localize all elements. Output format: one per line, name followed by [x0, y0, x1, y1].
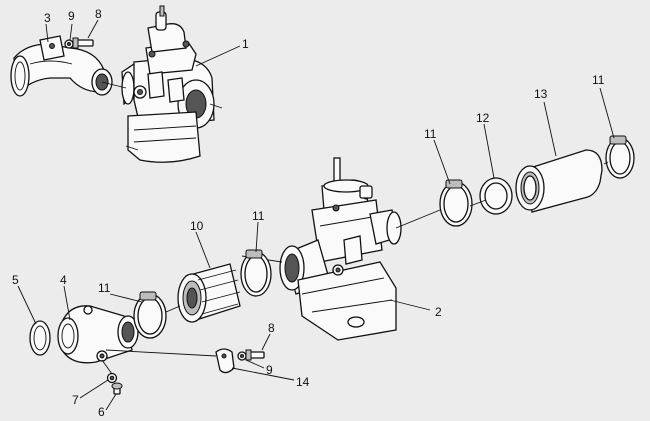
part-8-bolt-top [72, 37, 94, 49]
callout-2: 2 [435, 305, 442, 319]
part-11-clamp-bottom [133, 291, 167, 339]
callout-7: 7 [72, 393, 79, 407]
part-2-carburetor-main [279, 157, 402, 341]
part-7-washer [106, 372, 118, 384]
axis-line-top [101, 81, 127, 89]
part-5-gasket [29, 320, 51, 356]
callout-6: 6 [98, 405, 105, 419]
leader-lines [17, 19, 615, 411]
part-9-washer-top [64, 39, 74, 49]
callout-3: 3 [44, 11, 51, 25]
part-11-clamp-middle [240, 249, 272, 297]
part-10-coupling [177, 263, 241, 323]
part-1-carburetor-top [121, 5, 215, 163]
callout-12: 12 [476, 111, 490, 125]
callout-8-top: 8 [95, 7, 102, 21]
axis-line-r2 [603, 161, 609, 165]
callout-4: 4 [60, 273, 67, 287]
callout-11-right-2: 11 [592, 73, 605, 87]
callout-10: 10 [190, 219, 204, 233]
part-8-bolt-bottom [245, 349, 265, 361]
callout-13: 13 [534, 87, 548, 101]
axis-line-r1 [469, 199, 487, 207]
axis-line-top-right [209, 103, 223, 109]
axis-line-b3 [105, 349, 217, 357]
axis-line-b2 [101, 359, 113, 375]
part-9-washer-bottom [237, 351, 247, 361]
axis-line-main [395, 209, 441, 229]
part-14-bracket [215, 348, 235, 374]
part-6-bolt [111, 382, 123, 395]
part-11-clamp-right-1 [439, 179, 473, 227]
callout-11-right-1: 11 [424, 127, 437, 141]
callout-11-bottom: 11 [98, 281, 111, 295]
callout-14: 14 [296, 375, 310, 389]
callout-1: 1 [242, 37, 249, 51]
callout-9-top: 9 [68, 9, 75, 23]
part-13-sleeve [515, 149, 603, 213]
part-11-clamp-right-2 [605, 135, 635, 179]
callout-9-bottom: 9 [266, 363, 273, 377]
callout-labels: 3 9 8 1 2 5 4 11 10 11 11 12 13 11 7 6 8… [12, 7, 605, 419]
callout-8-bottom: 8 [268, 321, 275, 335]
callout-11-middle: 11 [252, 209, 265, 223]
part-4-flange-manifold [57, 305, 139, 364]
axis-line-b1 [165, 305, 181, 313]
callout-5: 5 [12, 273, 19, 287]
part-12-ring [479, 177, 513, 215]
part-3-intake-elbow [10, 35, 113, 97]
